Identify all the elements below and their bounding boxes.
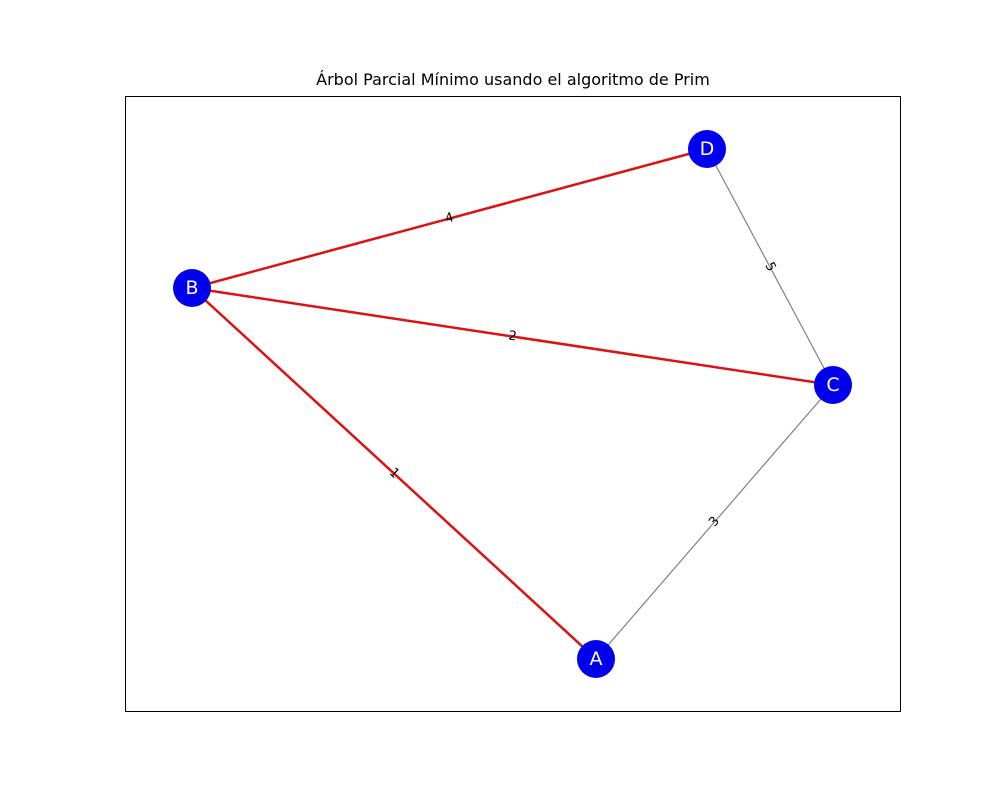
node-b: B bbox=[173, 269, 211, 307]
graph-title: Árbol Parcial Mínimo usando el algoritmo… bbox=[316, 70, 710, 89]
node-circle bbox=[688, 130, 726, 168]
edge-weight-label: 2 bbox=[507, 328, 517, 344]
nodes-layer: A B C D bbox=[173, 130, 852, 678]
node-d: D bbox=[688, 130, 726, 168]
edge-a-b bbox=[191, 287, 597, 660]
plot-frame bbox=[125, 96, 901, 712]
edge-weight-label: 4 bbox=[444, 210, 456, 227]
node-c: C bbox=[814, 366, 852, 404]
edges-layer bbox=[191, 147, 834, 660]
edge-a-c bbox=[595, 384, 834, 660]
edge-b-c bbox=[191, 286, 834, 387]
node-label: B bbox=[185, 277, 198, 299]
node-label: D bbox=[700, 138, 715, 160]
node-circle bbox=[577, 640, 615, 678]
edge-d-c bbox=[706, 148, 834, 386]
node-circle bbox=[814, 366, 852, 404]
node-a: A bbox=[577, 640, 615, 678]
node-label: C bbox=[826, 374, 839, 396]
node-circle bbox=[173, 269, 211, 307]
edge-weight-label: 3 bbox=[706, 514, 723, 530]
edge-b-d bbox=[191, 147, 708, 290]
edge-weight-label: 5 bbox=[761, 260, 778, 274]
node-label: A bbox=[590, 648, 603, 670]
